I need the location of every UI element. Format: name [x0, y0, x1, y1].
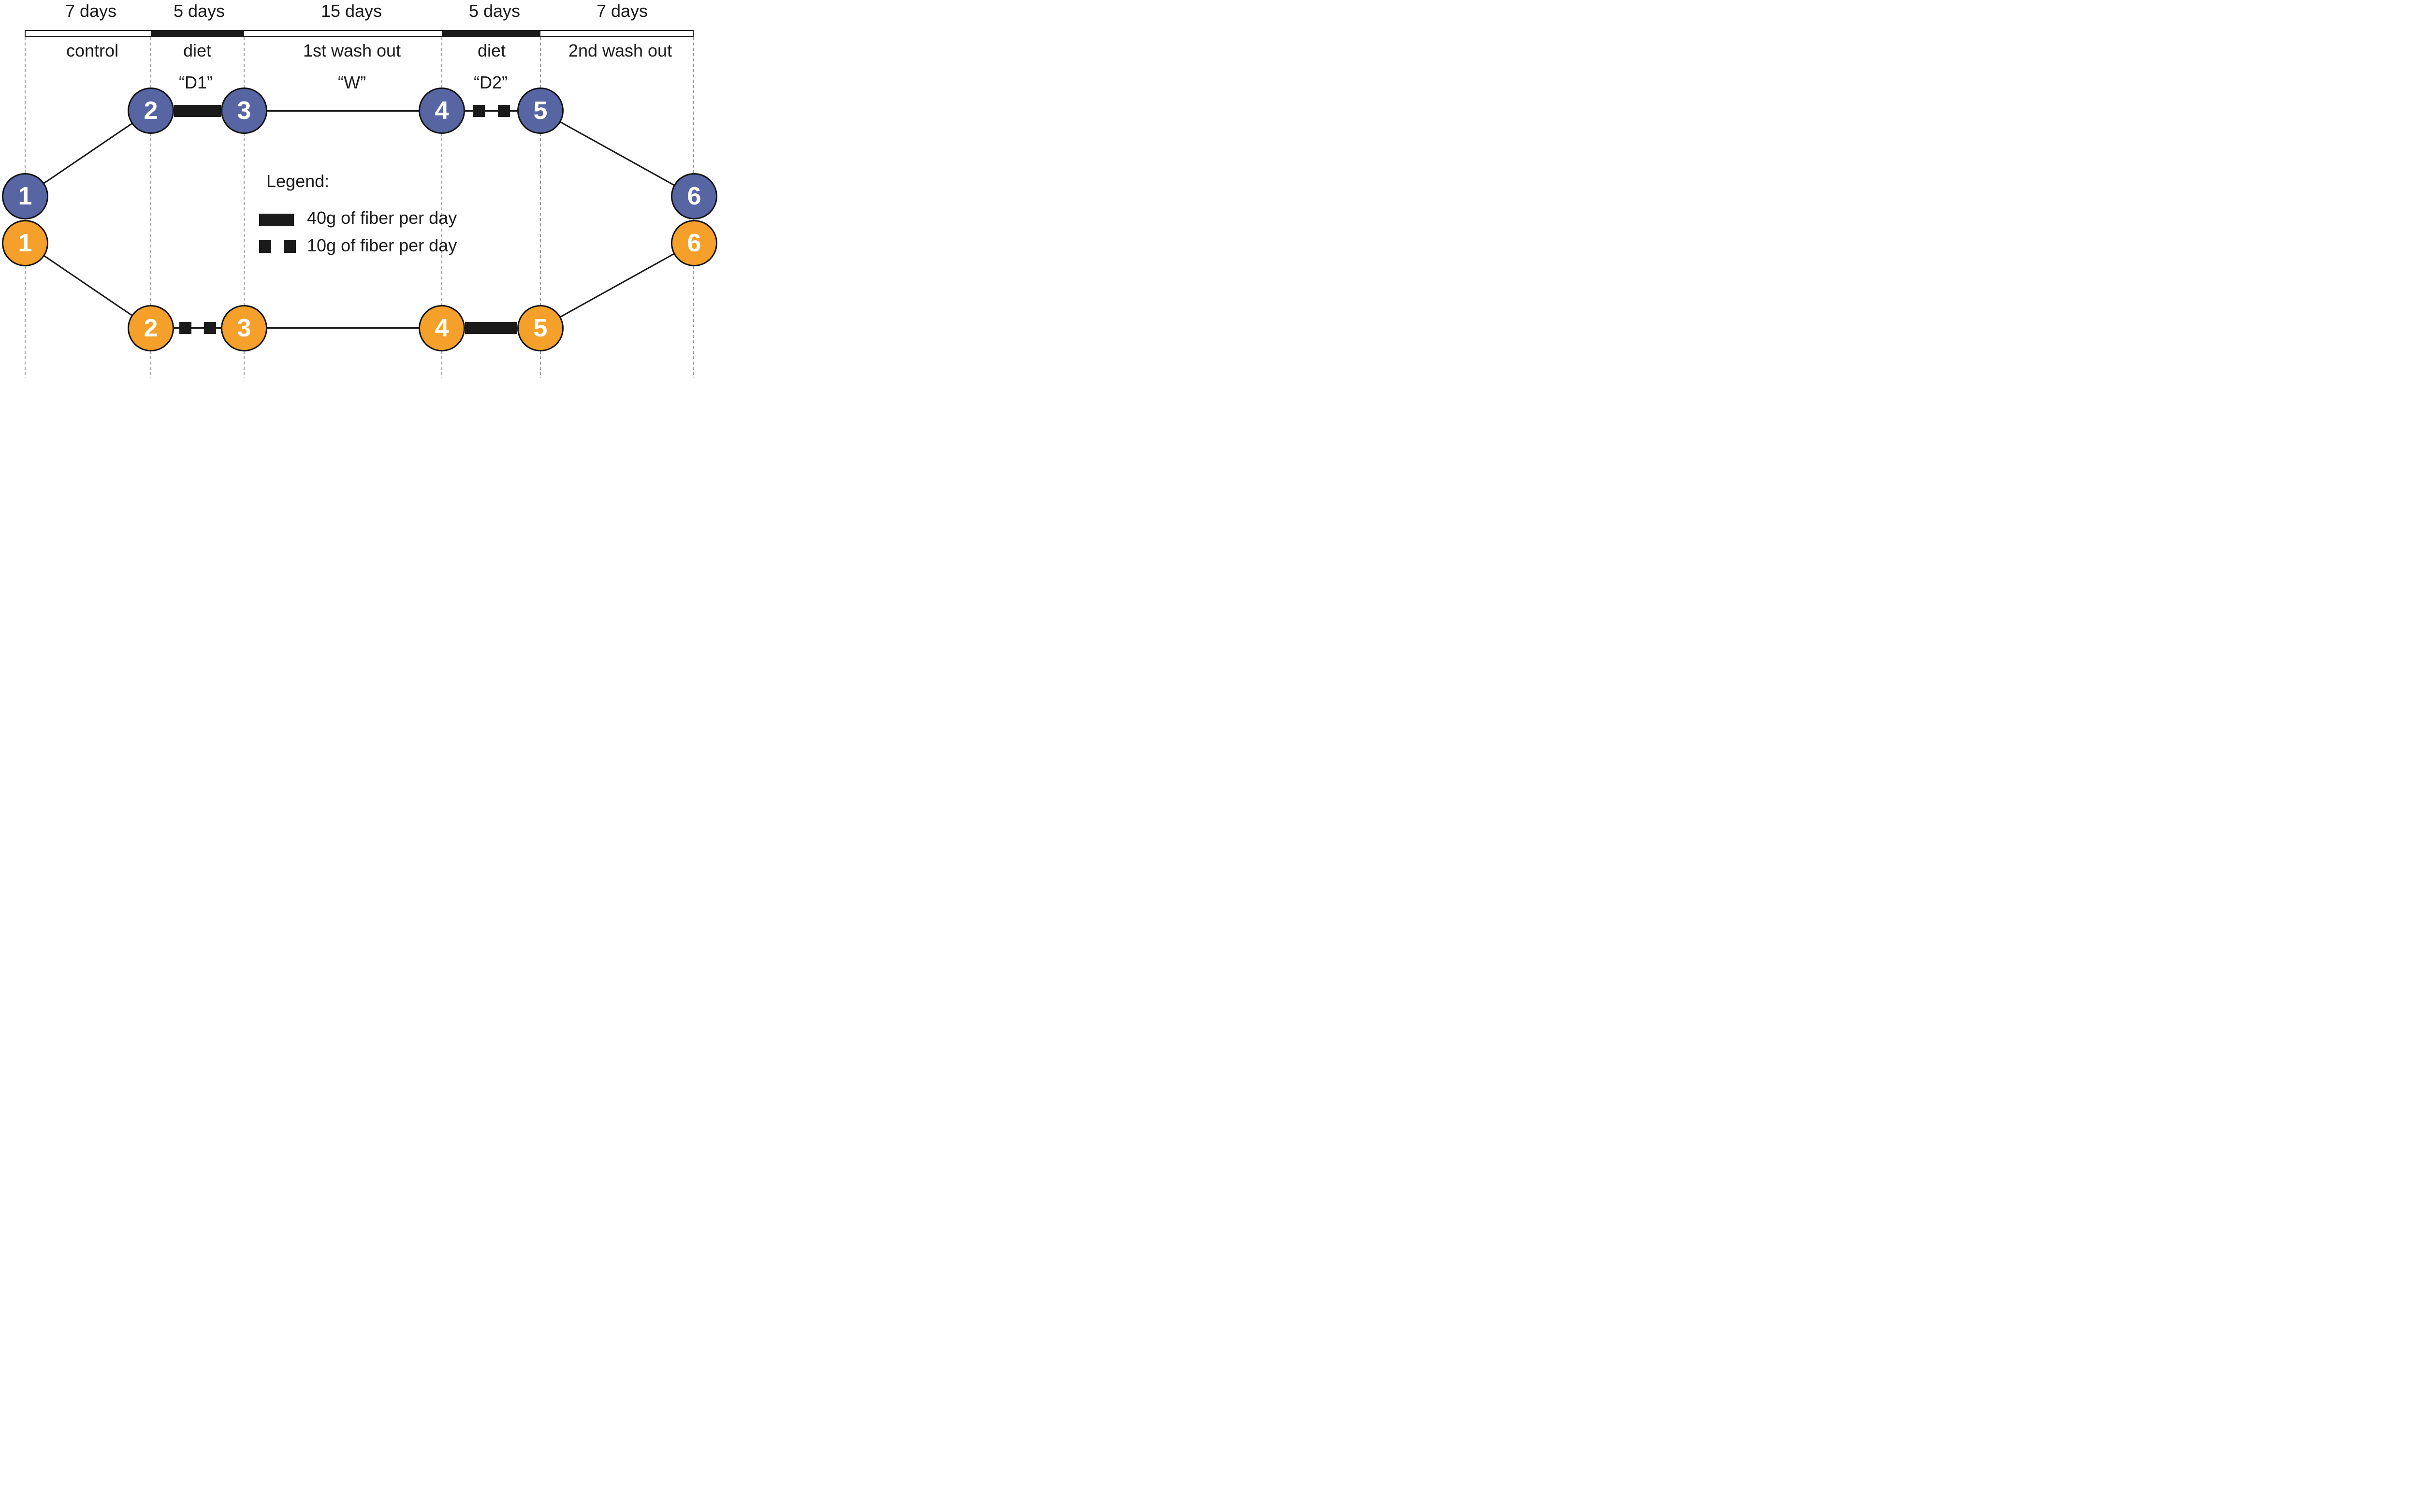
dashed-gridline-3 [244, 37, 245, 378]
connector-blue-4-5-line [465, 110, 517, 112]
blue-node-6: 6 [671, 173, 717, 219]
timeline-diet2-segment [442, 30, 540, 37]
duration-label-2: 5 days [173, 1, 225, 21]
duration-label-4: 5 days [468, 1, 521, 21]
connector-orange-3-4-line [267, 327, 419, 329]
legend-10g-label: 10g of fiber per day [307, 235, 457, 255]
duration-label-5: 7 days [596, 1, 648, 21]
blue-node-1: 1 [2, 173, 48, 219]
code-label-w: “W” [338, 73, 366, 92]
legend-10g-square-swatch-2 [284, 240, 296, 253]
blue-node-4: 4 [419, 87, 465, 134]
phase-label-washout1: 1st wash out [303, 41, 401, 60]
orange-node-1: 1 [2, 220, 48, 266]
blue-node-2: 2 [128, 87, 174, 134]
legend-title: Legend: [266, 171, 330, 191]
dashed-gridline-2 [150, 37, 151, 378]
timeline-diet1-segment [151, 30, 244, 37]
connector-orange-2-3-10g-square-2 [204, 322, 216, 334]
blue-node-3: 3 [221, 87, 267, 134]
orange-node-4: 4 [419, 305, 465, 351]
blue-node-5: 5 [517, 87, 564, 134]
phase-label-diet1: diet [183, 41, 212, 60]
duration-label-3: 15 days [320, 1, 382, 21]
duration-label-1: 7 days [65, 1, 117, 21]
orange-node-5: 5 [517, 305, 564, 351]
legend-40g-solid-bar-swatch [259, 214, 294, 226]
orange-node-2: 2 [128, 305, 174, 351]
code-label-d2: “D2” [474, 73, 508, 92]
connector-blue-3-4-line [267, 110, 419, 112]
crossover-study-design-diagram: 7 days 5 days 15 days 5 days 7 days cont… [0, 0, 720, 378]
connector-orange-2-3-10g-square-1 [179, 322, 191, 334]
legend-10g-square-swatch-1 [259, 240, 271, 253]
connector-blue-4-5-10g-square-1 [473, 105, 485, 117]
timeline-bar [25, 30, 694, 37]
dashed-gridline-5 [540, 37, 541, 378]
orange-node-3: 3 [221, 305, 267, 351]
connector-blue-4-5-10g-square-2 [498, 105, 510, 117]
phase-label-diet2: diet [477, 41, 506, 60]
code-label-d1: “D1” [179, 73, 213, 92]
dashed-gridline-4 [441, 37, 442, 378]
phase-label-control: control [66, 41, 119, 60]
connector-orange-5-6 [540, 242, 695, 329]
connector-orange-2-3-line [174, 327, 222, 329]
connector-blue-5-6 [540, 110, 695, 197]
legend-40g-label: 40g of fiber per day [307, 208, 457, 228]
orange-node-6: 6 [671, 220, 717, 266]
connector-orange-4-5-40g-bar [465, 322, 517, 334]
phase-label-washout2: 2nd wash out [568, 41, 672, 60]
connector-blue-2-3-40g-bar [174, 105, 221, 117]
